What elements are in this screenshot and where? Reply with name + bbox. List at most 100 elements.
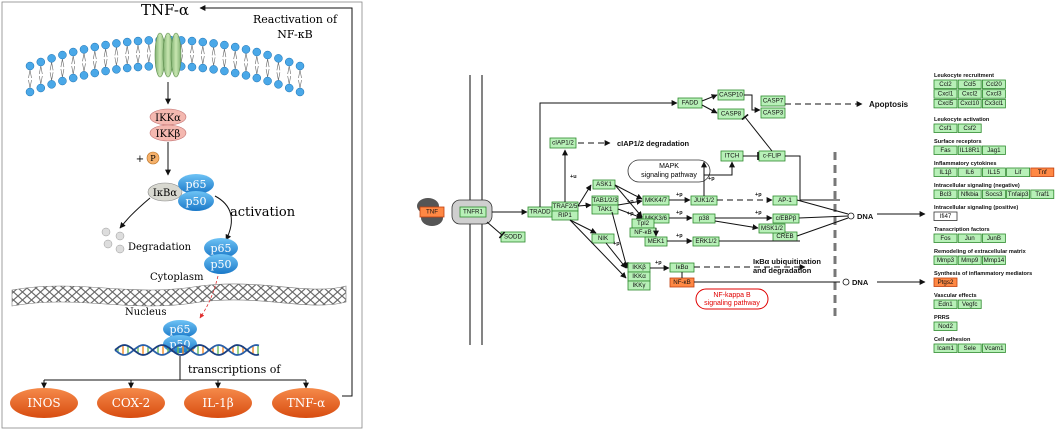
lipid-head xyxy=(220,66,229,76)
phosphate-icon xyxy=(146,151,160,165)
gene-label: Ccl5 xyxy=(964,81,977,88)
lipid-head xyxy=(274,54,283,63)
lipid-tail xyxy=(93,60,97,70)
gene-label: Cxcl3 xyxy=(986,90,1002,97)
gene-label: Mmp9 xyxy=(961,257,979,264)
tnfr1-sodd-inhibit xyxy=(486,221,506,239)
ikba-label: IκBα xyxy=(153,188,178,199)
lipid-tail xyxy=(103,58,108,68)
section-title-surface-receptors: Surface receptors xyxy=(934,139,982,145)
fadd-box xyxy=(677,97,703,109)
lipid-head xyxy=(252,73,262,83)
lipid-head xyxy=(101,66,110,76)
lipid-tail xyxy=(244,53,248,62)
cflip-casp8-inhibit xyxy=(741,113,773,152)
lipid-tail xyxy=(136,54,140,64)
gene-box xyxy=(933,79,958,89)
lipid-head xyxy=(133,36,143,46)
ap1-label: AP-1 xyxy=(778,197,792,204)
lipid-head xyxy=(58,50,67,60)
lipid-head xyxy=(284,83,294,93)
lipid-tail xyxy=(136,44,140,54)
lipid-tail xyxy=(28,79,32,89)
tnfr1-box xyxy=(459,206,487,218)
tak1-mkk47-arrow xyxy=(617,198,643,206)
lipid-tail xyxy=(211,57,216,66)
activation-label: activation xyxy=(230,205,296,220)
tnfr1-label: TNFR1 xyxy=(463,209,483,216)
gene-box xyxy=(982,343,1006,353)
casp10-label: CASP10 xyxy=(719,92,743,99)
lipid-tail xyxy=(265,58,270,68)
dna-node-top xyxy=(847,212,855,220)
section-title-intracellular-negative: Intracellular signaling (negative) xyxy=(934,183,1020,189)
lipid-head xyxy=(252,47,262,57)
lipid-head xyxy=(198,37,208,47)
nuclear-membrane xyxy=(11,283,347,307)
dna-label-bottom: DNA xyxy=(852,278,869,287)
lipid-tail xyxy=(233,60,237,70)
tnf-label: TNF xyxy=(426,209,438,216)
gene-box xyxy=(957,99,982,109)
mapk-pathway-box xyxy=(627,159,711,183)
ask1-box xyxy=(592,179,616,190)
lipid-tail xyxy=(147,44,151,53)
product-inos-shape xyxy=(10,388,78,418)
fadd-label: FADD xyxy=(682,100,699,107)
lipid-tail xyxy=(222,48,227,58)
section-title-intracellular-positive: Intracellular signaling (positive) xyxy=(934,205,1018,211)
gene-box xyxy=(933,255,958,265)
gene-label: Socs3 xyxy=(985,191,1003,198)
cebpb-label: c/EBPβ xyxy=(776,215,797,222)
gene-label: JunB xyxy=(987,235,1001,242)
gene-label: Csf2 xyxy=(963,125,976,132)
reactivation-label-1: Reactivation of xyxy=(253,13,338,26)
p50-top-shape xyxy=(178,191,214,211)
section-title-transcription-factors: Transcription factors xyxy=(934,227,990,233)
ap1-dna-line xyxy=(796,199,849,215)
ciap-box xyxy=(549,137,577,149)
plus-p-2: +p xyxy=(627,211,634,217)
gene-box xyxy=(982,189,1006,199)
lipid-head xyxy=(284,57,294,67)
lipid-head xyxy=(230,42,240,52)
gene-box xyxy=(933,211,958,221)
lipid-tail xyxy=(244,63,248,72)
lipid-head xyxy=(25,87,35,97)
gene-label: IL6 xyxy=(965,169,974,176)
mkk36-label: MKK3/6 xyxy=(645,215,668,222)
gene-label: Csf1 xyxy=(939,125,952,132)
lipid-tail xyxy=(60,58,65,68)
lipid-head xyxy=(90,68,100,78)
left-panel-frame xyxy=(1,1,363,429)
plus-u-label: +u xyxy=(570,174,577,180)
rip-nik-arrow xyxy=(569,219,597,234)
degradation-fragments-icon xyxy=(101,227,125,254)
creb-label: CREB xyxy=(776,233,793,240)
gene-label: Cx3cl1 xyxy=(984,100,1003,107)
tnf-box xyxy=(419,206,445,218)
nik-ikk-arrow xyxy=(605,242,627,269)
ikk-beta-label: IKKβ xyxy=(156,129,181,140)
p65-top-label: p65 xyxy=(185,178,206,191)
nfkb-pathway-label-2: signaling pathway xyxy=(704,300,760,307)
tak1-label: TAK1 xyxy=(597,206,613,213)
lipid-head xyxy=(241,45,251,54)
gene-label: Tnf xyxy=(1038,169,1047,176)
gene-box xyxy=(1030,189,1055,199)
section-title-synthesis: Synthesis of inflammatory mediators xyxy=(934,271,1032,277)
lipid-tail xyxy=(222,58,227,68)
p65-mid-label: p65 xyxy=(210,242,231,255)
plus-p-6: +p xyxy=(755,192,762,198)
lipid-tail xyxy=(28,69,32,79)
ask1-mkk36-arrow xyxy=(614,184,643,218)
gene-label: Ccl20 xyxy=(986,81,1002,88)
gene-label: Vcam1 xyxy=(984,345,1004,352)
lipid-head xyxy=(68,47,78,57)
gene-box xyxy=(933,189,958,199)
msk12-label: MSK1/2 xyxy=(761,225,784,232)
lipid-head xyxy=(295,87,305,97)
p65-mid-shape xyxy=(204,238,238,258)
